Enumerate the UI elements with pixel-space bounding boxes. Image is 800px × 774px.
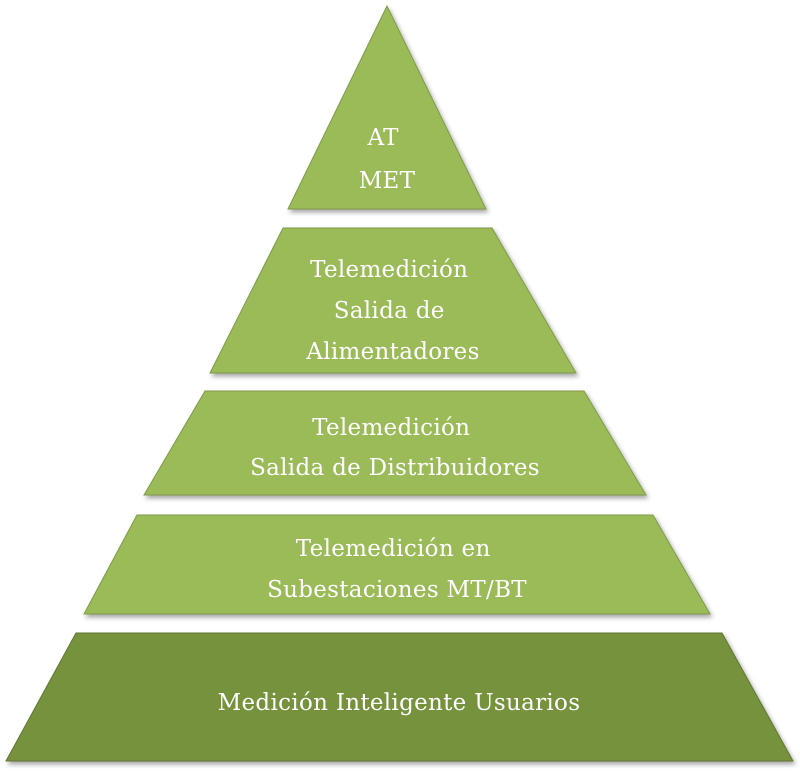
pyramid-level-distributor-outputs-shape <box>143 390 647 496</box>
pyramid-level-feeder-outputs: Telemedición Salida de Alimentadores <box>209 227 577 374</box>
pyramid-level-distributor-outputs: Telemedición Salida de Distribuidores <box>143 390 647 496</box>
pyramid-level-apex-shape <box>287 4 487 210</box>
pyramid-level-substations-shape <box>83 514 711 615</box>
pyramid-level-substations-line-1: Telemedición en <box>296 536 491 562</box>
pyramid-level-apex-line-1: AT <box>367 125 400 151</box>
pyramid-level-substations: Telemedición en Subestaciones MT/BT <box>83 514 711 615</box>
pyramid-level-feeder-outputs-shape <box>209 227 577 374</box>
pyramid-level-feeder-outputs-label: Telemedición Salida de Alimentadores <box>305 257 479 365</box>
pyramid-level-base-shape <box>5 632 794 762</box>
pyramid-level-apex: AT MET <box>287 4 487 210</box>
pyramid-level-distributor-outputs-line-2: Salida de Distribuidores <box>250 455 540 481</box>
pyramid-level-apex-label: AT MET <box>359 125 416 194</box>
pyramid-level-base-line-1: Medición Inteligente Usuarios <box>218 690 581 716</box>
pyramid-level-substations-line-2: Subestaciones MT/BT <box>267 577 527 603</box>
pyramid-level-apex-line-2: MET <box>359 168 416 194</box>
pyramid-level-base: Medición Inteligente Usuarios <box>5 632 794 762</box>
pyramid-level-feeder-outputs-line-1: Telemedición <box>310 257 468 283</box>
pyramid-level-feeder-outputs-line-3: Alimentadores <box>305 339 479 365</box>
pyramid-level-base-label: Medición Inteligente Usuarios <box>218 690 581 716</box>
pyramid-level-substations-label: Telemedición en Subestaciones MT/BT <box>267 536 527 603</box>
pyramid-level-distributor-outputs-label: Telemedición Salida de Distribuidores <box>250 415 540 481</box>
pyramid-level-feeder-outputs-line-2: Salida de <box>334 298 445 324</box>
pyramid-level-distributor-outputs-line-1: Telemedición <box>312 415 470 441</box>
